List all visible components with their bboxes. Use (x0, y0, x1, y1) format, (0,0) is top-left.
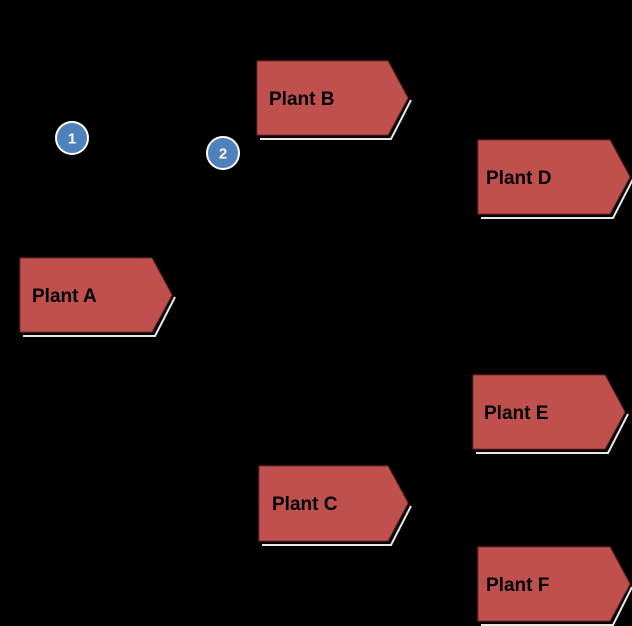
marker-1-label: 1 (68, 131, 76, 148)
node-plant-c-label: Plant C (272, 494, 338, 515)
node-plant-e-shadow (476, 413, 629, 454)
node-plant-b-label: Plant B (269, 89, 334, 110)
node-plant-d-shadow (481, 178, 632, 219)
marker-1: 1 (55, 121, 89, 155)
node-plant-c-shadow (262, 505, 412, 546)
node-plant-a-shape (19, 257, 173, 333)
node-plant-c-shape (258, 465, 409, 542)
node-plant-c[interactable]: Plant C (258, 465, 412, 546)
node-plant-d-shape (477, 139, 631, 215)
node-plant-a[interactable]: Plant A (19, 257, 176, 337)
node-plant-d[interactable]: Plant D (477, 139, 632, 219)
node-plant-a-label: Plant A (32, 286, 97, 307)
node-plant-f-shape (477, 546, 631, 622)
marker-2-circle (206, 136, 240, 170)
node-plant-b-shadow (260, 99, 412, 140)
marker-2: 2 (206, 136, 240, 170)
node-plant-e[interactable]: Plant E (472, 374, 629, 454)
marker-2-label: 2 (219, 146, 227, 163)
marker-1-circle (55, 121, 89, 155)
node-plant-e-shape (472, 374, 626, 450)
node-plant-a-shadow (23, 296, 176, 337)
node-plant-b[interactable]: Plant B (256, 60, 412, 140)
node-plant-b-shape (256, 60, 409, 136)
node-plant-f[interactable]: Plant F (477, 546, 632, 626)
node-plant-d-label: Plant D (486, 168, 551, 189)
node-plant-f-shadow (481, 586, 632, 626)
node-plant-e-label: Plant E (484, 403, 548, 424)
node-plant-f-label: Plant F (486, 575, 549, 596)
